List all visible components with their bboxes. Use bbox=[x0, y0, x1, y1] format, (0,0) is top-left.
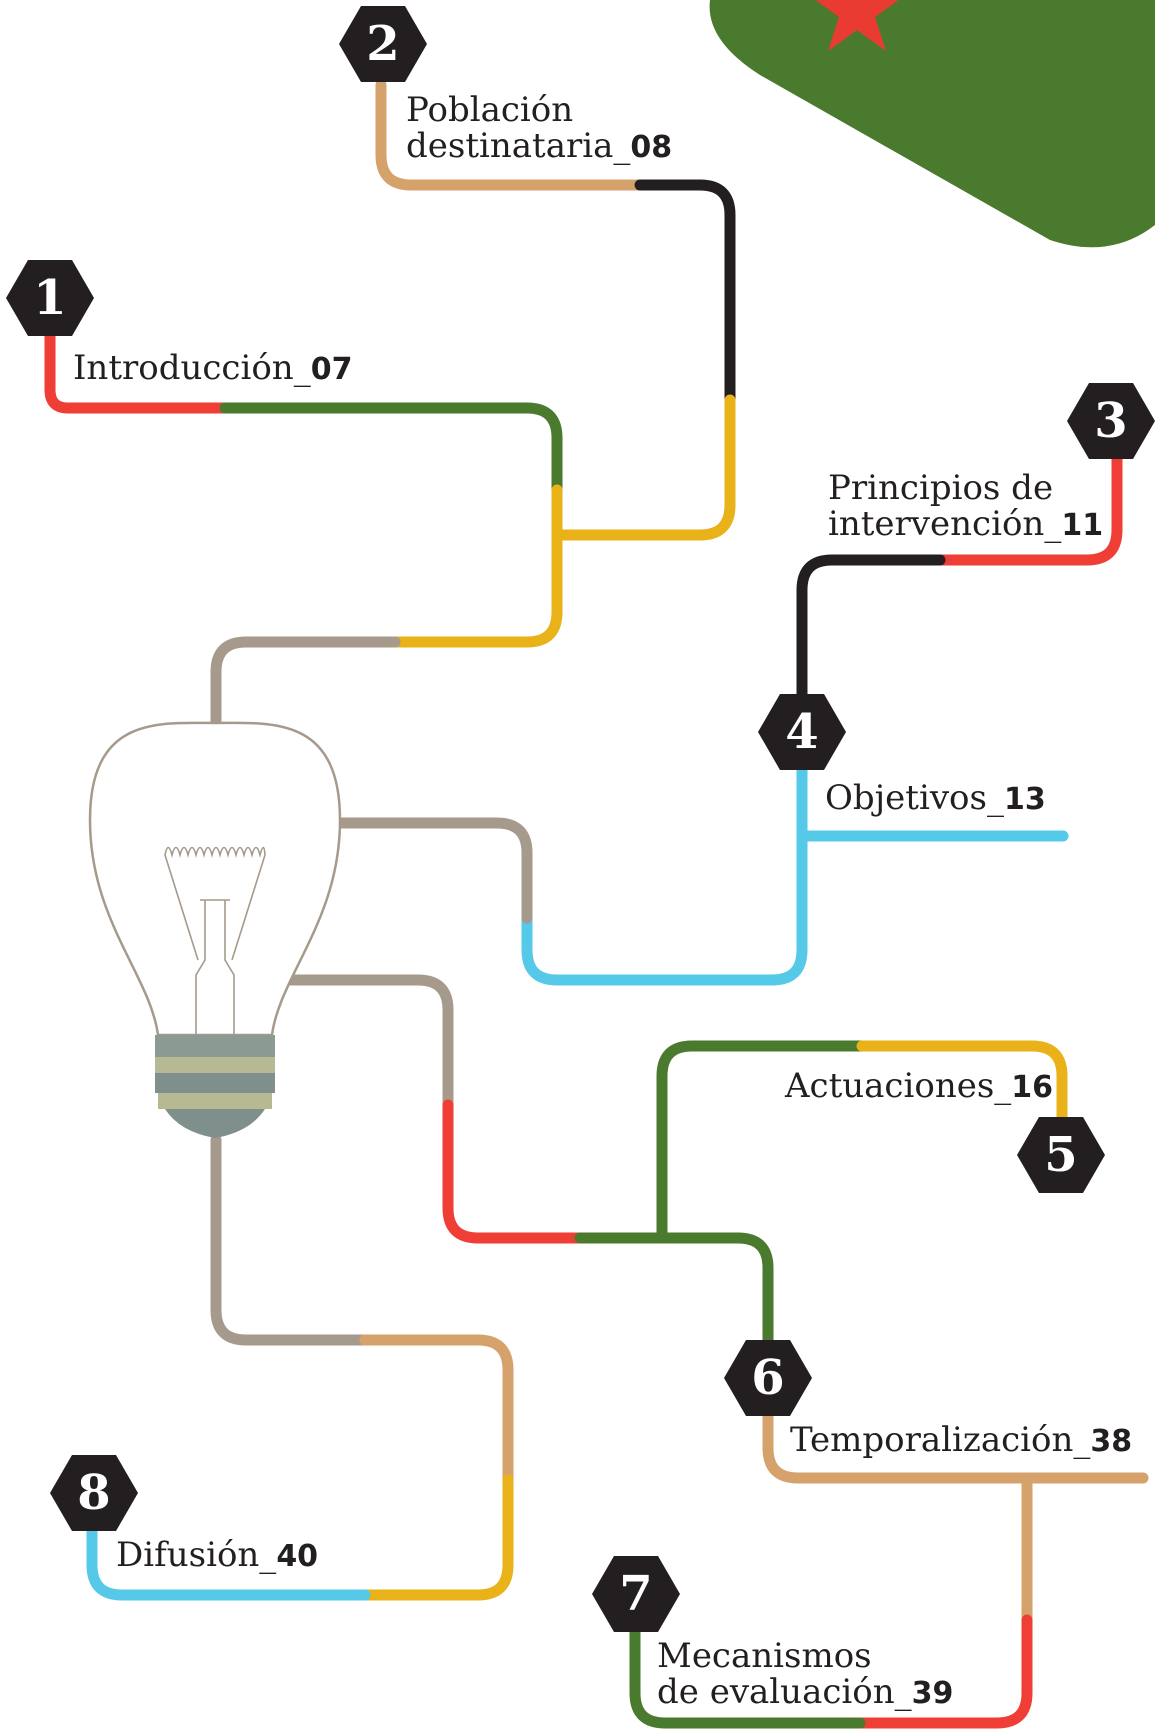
path-1-red bbox=[44, 294, 231, 414]
bulb-base-2 bbox=[155, 1057, 275, 1073]
section-title: Difusión_ bbox=[116, 1535, 277, 1575]
hex-badge-3: 3 bbox=[1067, 383, 1155, 459]
path-8-tan bbox=[359, 1334, 514, 1486]
hex-badge-6: 6 bbox=[724, 1340, 812, 1416]
trunk-gray bbox=[210, 636, 401, 728]
path-8-gray bbox=[210, 1134, 371, 1346]
section-page: 08 bbox=[630, 130, 673, 165]
section-label-1[interactable]: Introducción_07 bbox=[73, 350, 352, 388]
section-number: 4 bbox=[785, 704, 819, 760]
path-7-green bbox=[629, 1626, 866, 1729]
path-6-tan bbox=[762, 1404, 1149, 1484]
hex-badge-8: 8 bbox=[50, 1455, 138, 1531]
bulb-coil bbox=[164, 846, 266, 859]
section-title-line2: intervención_ bbox=[828, 504, 1062, 544]
path-8-blue bbox=[86, 1514, 371, 1601]
section-number: 2 bbox=[366, 16, 400, 72]
section-label-7[interactable]: Mecanismos de evaluación_39 bbox=[657, 1638, 953, 1712]
hex-badge-5: 5 bbox=[1017, 1117, 1105, 1193]
path-5-yellow bbox=[856, 1040, 1068, 1126]
bulb-base-3 bbox=[155, 1073, 275, 1093]
star-icon bbox=[815, 0, 899, 51]
section-title-line2: destinataria_ bbox=[406, 126, 631, 166]
section-title: Población bbox=[406, 90, 574, 130]
light-bulb-icon bbox=[88, 721, 342, 1138]
corner-green-shape bbox=[709, 0, 1155, 248]
section-page: 07 bbox=[310, 352, 353, 387]
section-title: Objetivos_ bbox=[825, 778, 1004, 818]
trunk-yellow bbox=[389, 484, 563, 648]
section-page: 38 bbox=[1090, 1424, 1133, 1459]
bulb-base-tip bbox=[165, 1109, 265, 1138]
section-number: 6 bbox=[751, 1350, 785, 1406]
section-page: 16 bbox=[1011, 1070, 1054, 1105]
section-title: Introducción_ bbox=[73, 348, 311, 388]
path-1-green bbox=[219, 402, 563, 501]
bulb-stem bbox=[195, 899, 235, 1035]
section-label-3[interactable]: Principios de intervención_11 bbox=[828, 470, 1103, 544]
bulb-base-1 bbox=[155, 1035, 275, 1057]
section-title: Mecanismos bbox=[657, 1636, 872, 1676]
section-page: 13 bbox=[1003, 782, 1046, 817]
path-6-red bbox=[442, 1099, 586, 1244]
section-title: Principios de bbox=[828, 468, 1054, 508]
section-number: 5 bbox=[1044, 1127, 1078, 1183]
path-3-black bbox=[796, 554, 946, 706]
path-2-black bbox=[634, 179, 736, 406]
section-label-4[interactable]: Objetivos_13 bbox=[825, 780, 1046, 818]
hex-badge-7: 7 bbox=[592, 1556, 680, 1632]
section-label-2[interactable]: Población destinataria_08 bbox=[406, 92, 672, 166]
path-4-gray bbox=[330, 817, 533, 924]
section-page: 39 bbox=[911, 1676, 954, 1711]
path-2-tan bbox=[375, 79, 646, 191]
path-7-red bbox=[854, 1614, 1033, 1729]
section-label-5[interactable]: Actuaciones_16 bbox=[785, 1068, 1053, 1106]
section-page: 40 bbox=[276, 1539, 319, 1574]
section-label-6[interactable]: Temporalización_38 bbox=[790, 1422, 1132, 1460]
path-8-yellow bbox=[359, 1474, 514, 1601]
bulb-base-4 bbox=[158, 1093, 272, 1109]
section-title-line2: de evaluación_ bbox=[657, 1672, 912, 1712]
path-6-gray bbox=[282, 974, 454, 1111]
path-5-green bbox=[656, 1040, 868, 1244]
bulb-filament bbox=[164, 854, 266, 961]
hex-badge-2: 2 bbox=[339, 6, 427, 82]
path-4-blue bbox=[521, 764, 808, 986]
section-number: 7 bbox=[619, 1566, 653, 1622]
section-number: 1 bbox=[33, 270, 67, 326]
section-page: 11 bbox=[1061, 508, 1104, 543]
path-3-red bbox=[934, 449, 1123, 566]
path-2-yellow bbox=[551, 394, 736, 541]
hex-badge-1: 1 bbox=[6, 260, 94, 336]
path-6-green bbox=[574, 1232, 774, 1351]
section-title: Actuaciones_ bbox=[785, 1066, 1012, 1106]
section-label-8[interactable]: Difusión_40 bbox=[116, 1537, 318, 1575]
section-number: 3 bbox=[1094, 393, 1128, 449]
bulb-glass bbox=[88, 721, 342, 1037]
section-number: 8 bbox=[77, 1465, 111, 1521]
hex-badge-4: 4 bbox=[758, 694, 846, 770]
section-title: Temporalización_ bbox=[790, 1420, 1091, 1460]
